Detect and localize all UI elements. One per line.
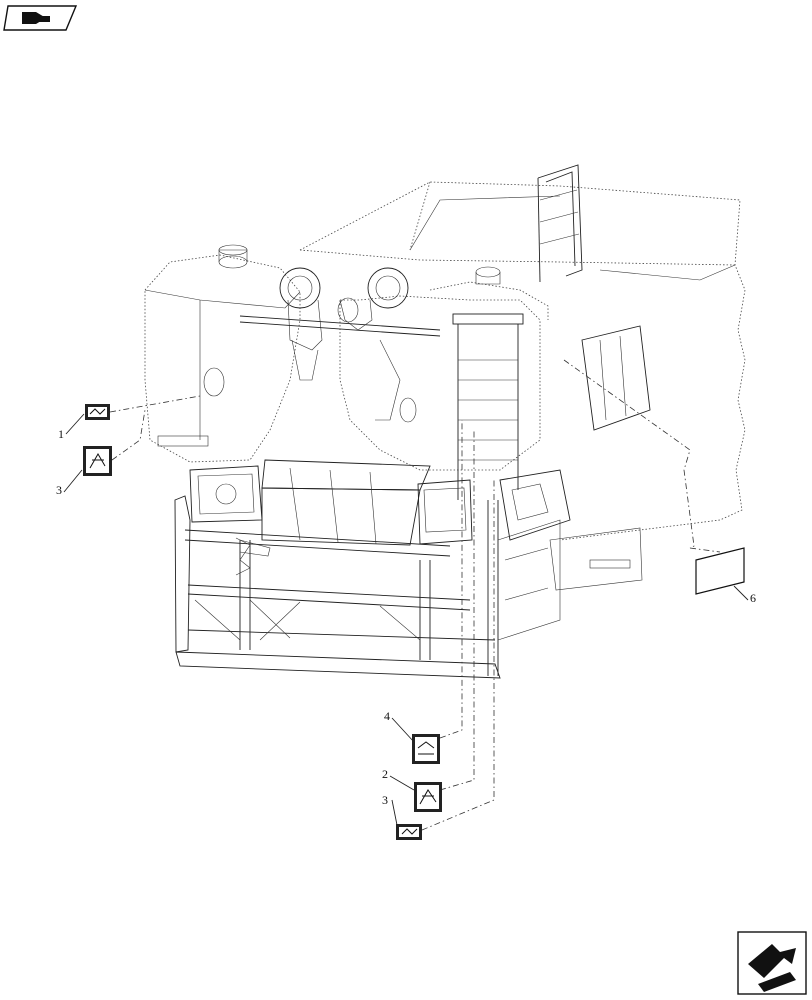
decal-part-3-lower — [396, 824, 422, 840]
callout-leaders — [63, 413, 749, 831]
leader-lines — [109, 359, 721, 831]
decal-part-3-upper — [83, 446, 112, 476]
callout-3-upper: 3 — [56, 483, 62, 497]
callout-3-lower: 3 — [382, 793, 388, 807]
decal-part-2 — [414, 782, 442, 812]
machine-assembly — [144, 164, 746, 679]
callout-2: 2 — [382, 767, 388, 781]
decal-part-1 — [85, 404, 110, 420]
decal-part-4 — [412, 734, 440, 764]
next-page-arrow-icon[interactable] — [737, 931, 807, 995]
callout-4: 4 — [384, 709, 390, 723]
callout-1: 1 — [58, 427, 64, 441]
book-hand-icon[interactable] — [3, 5, 78, 31]
callout-6: 6 — [750, 591, 756, 605]
decal-part-6 — [695, 547, 745, 595]
